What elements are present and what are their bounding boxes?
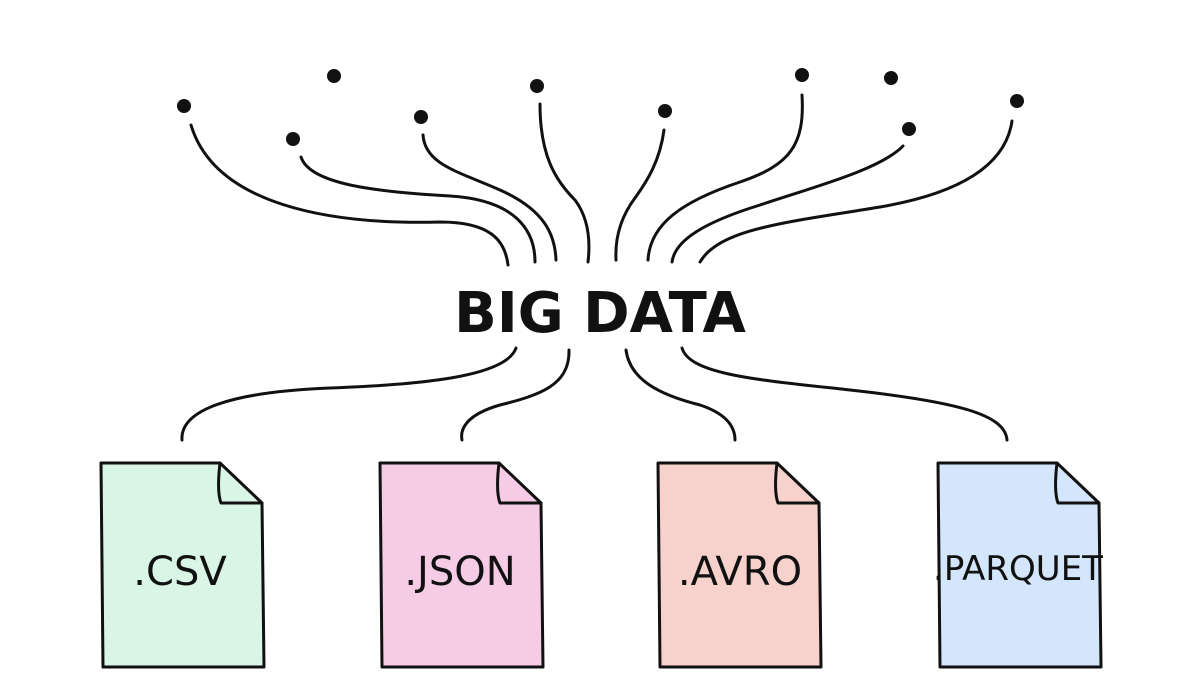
connection-line: [460, 348, 571, 442]
file-csv: .CSV: [99, 461, 266, 669]
node-dot: [530, 79, 544, 93]
file-csv-sheet: [99, 461, 266, 669]
file-json-sheet: [378, 461, 545, 669]
node-dot: [327, 69, 341, 83]
file-json-label: .JSON: [404, 549, 515, 595]
connection-line: [680, 346, 1009, 442]
connection-line: [421, 133, 558, 262]
connection-line: [646, 93, 804, 262]
node-dot: [795, 68, 809, 82]
file-avro-label: .AVRO: [678, 549, 802, 595]
connection-line: [614, 128, 666, 262]
connection-line: [670, 144, 905, 264]
node-dot: [414, 110, 428, 124]
file-parquet-label: .PARQUET: [933, 549, 1103, 589]
connection-line: [299, 155, 537, 264]
file-json-fold: [496, 461, 543, 505]
node-dot: [658, 104, 672, 118]
file-csv-label: .CSV: [133, 549, 227, 595]
file-parquet-sheet: [936, 461, 1103, 669]
file-parquet-fold: [1054, 461, 1101, 505]
connection-line: [189, 123, 510, 267]
connection-line: [538, 102, 591, 264]
node-dot: [902, 122, 916, 136]
file-avro-fold: [774, 461, 821, 505]
upper-connections: [189, 93, 1014, 267]
connection-line: [180, 346, 518, 442]
lower-connections: [180, 346, 1009, 442]
connection-line: [698, 119, 1014, 264]
connection-line: [624, 348, 737, 442]
node-dot: [884, 71, 898, 85]
node-dot: [177, 99, 191, 113]
file-json: .JSON: [378, 461, 545, 669]
file-avro: .AVRO: [656, 461, 823, 669]
file-csv-fold: [217, 461, 264, 505]
node-dot: [286, 132, 300, 146]
node-dot: [1010, 94, 1024, 108]
upper-nodes: [177, 68, 1024, 146]
hub-label: BIG DATA: [454, 281, 746, 346]
file-avro-sheet: [656, 461, 823, 669]
file-parquet: .PARQUET: [933, 461, 1103, 669]
